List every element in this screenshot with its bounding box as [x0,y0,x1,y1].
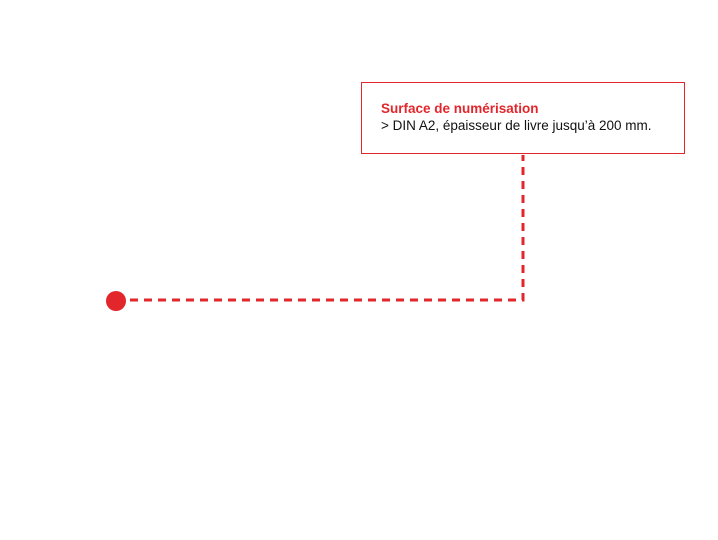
callout-title: Surface de numérisation [381,101,539,116]
dashed-leader-line [116,155,525,302]
hotspot-marker[interactable] [106,291,126,311]
callout-box: Surface de numérisation > DIN A2, épaiss… [361,82,685,154]
callout-description: > DIN A2, épaisseur de livre jusqu’à 200… [381,118,652,133]
